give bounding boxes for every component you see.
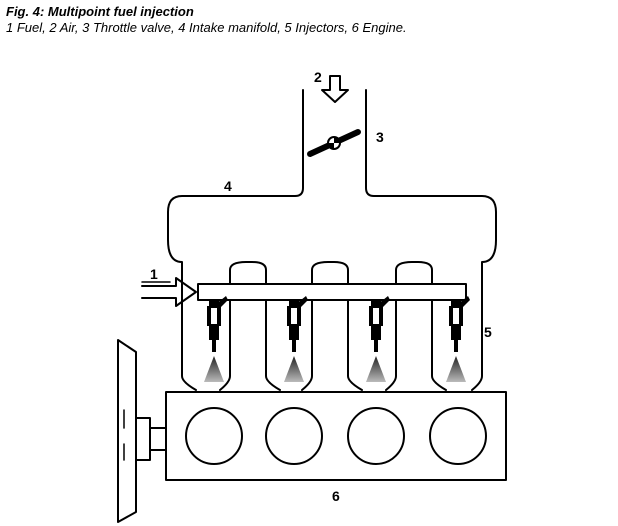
cylinder-4	[429, 407, 487, 465]
label-engine: 6	[332, 488, 340, 504]
label-injectors: 5	[484, 324, 492, 340]
air-inlet-arrow	[321, 75, 349, 103]
runner-separator-1	[229, 261, 281, 391]
cylinder-1	[185, 407, 243, 465]
injector-1	[204, 296, 228, 382]
runner-separator-1b	[219, 299, 231, 391]
runner-separator-2b	[301, 299, 313, 391]
cylinder-2	[265, 407, 323, 465]
runner-separator-2	[311, 261, 363, 391]
cylinder-3	[347, 407, 405, 465]
intake-manifold-outline	[167, 89, 497, 391]
figure-caption: Fig. 4: Multipoint fuel injection 1 Fuel…	[6, 4, 612, 36]
throttle-valve	[307, 129, 361, 157]
label-throttle-valve: 3	[376, 129, 384, 145]
crankshaft-hub	[149, 427, 167, 451]
runner-separator-3	[395, 261, 447, 391]
fuel-inlet-arrow	[141, 277, 197, 307]
runner-separator-3b	[385, 299, 397, 391]
engine-block	[165, 391, 507, 481]
injector-4	[446, 296, 470, 382]
figure-title: Fig. 4: Multipoint fuel injection	[6, 4, 194, 19]
label-intake-manifold: 4	[224, 178, 232, 194]
flywheel	[117, 339, 137, 523]
injector-3	[366, 296, 390, 382]
figure-legend-text: 1 Fuel, 2 Air, 3 Throttle valve, 4 Intak…	[6, 20, 407, 35]
injector-2	[284, 296, 308, 382]
label-fuel: 1	[150, 266, 158, 282]
fuel-rail	[197, 283, 467, 301]
label-air: 2	[314, 69, 322, 85]
crankshaft-stub	[135, 417, 151, 461]
